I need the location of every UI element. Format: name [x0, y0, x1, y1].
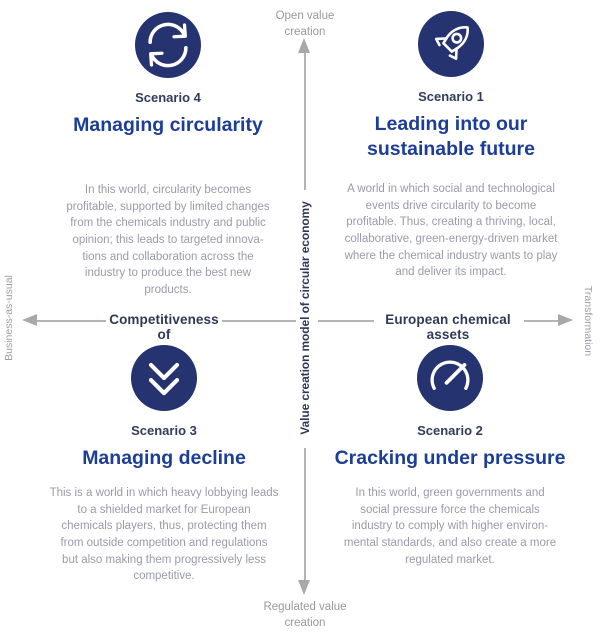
quadrant-scenario-3: Scenario 3 Managing decline This is a wo… — [29, 345, 299, 605]
competitiveness-axis-label: Competitiveness of — [109, 312, 219, 342]
scenario-title: Leading into our sustainable future — [367, 113, 535, 161]
regulated-value-creation-label: Regulated value creation — [263, 601, 347, 630]
scenario-label: Scenario 1 — [418, 89, 484, 104]
scenario-description: In this world, green governments and soc… — [343, 487, 557, 566]
open-value-creation-label: Open value creation — [275, 10, 335, 39]
down-arrow-icon — [298, 580, 310, 595]
scenario-label: Scenario 3 — [131, 423, 197, 438]
gauge-icon — [417, 345, 483, 411]
cycle-icon — [135, 12, 201, 78]
scenario-label: Scenario 4 — [135, 90, 201, 105]
horizontal-axis-line — [222, 320, 296, 322]
vertical-axis-line-bottom — [304, 448, 306, 580]
scenario-title: Managing circularity — [73, 114, 263, 136]
vertical-axis-line-top — [304, 52, 306, 190]
rocket-icon — [418, 11, 484, 77]
scenario-title: Managing decline — [82, 447, 246, 469]
scenario-description: A world in which social and technologica… — [344, 183, 558, 279]
scenario-label: Scenario 2 — [417, 423, 483, 438]
quadrant-scenario-1: Scenario 1 Leading into our sustainable … — [316, 11, 586, 291]
business-as-usual-label: Business-as-usual — [3, 275, 15, 361]
quadrant-scenario-2: Scenario 2 Cracking under pressure In th… — [315, 345, 585, 605]
quadrant-scenario-4: Scenario 4 Managing circularity In this … — [33, 12, 303, 296]
right-arrow-icon — [558, 314, 573, 326]
left-arrow-icon — [22, 314, 37, 326]
horizontal-axis-line — [36, 320, 106, 322]
scenario-description: In this world, circularity becomes profi… — [66, 184, 270, 297]
double-chevron-down-icon — [131, 345, 197, 411]
scenario-title: Cracking under pressure — [334, 447, 566, 469]
up-arrow-icon — [298, 38, 310, 53]
scenario-description: This is a world in which heavy lobbying … — [49, 487, 279, 583]
horizontal-axis-line — [524, 320, 558, 322]
horizontal-axis-line — [318, 320, 374, 322]
european-chemical-assets-axis-label: European chemical assets — [385, 312, 511, 342]
